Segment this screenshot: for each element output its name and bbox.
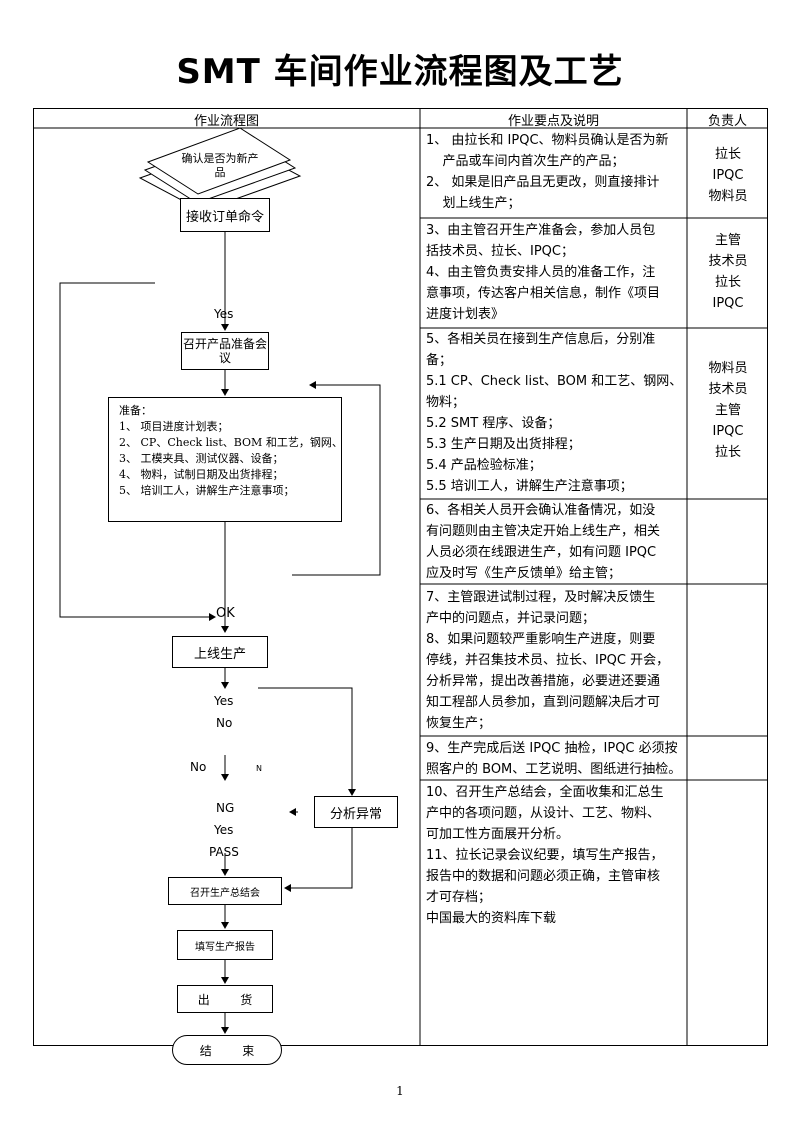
label-pass: PASS [209, 845, 239, 859]
note-line: 划上线生产； [426, 196, 521, 211]
label-ng: NG [216, 801, 235, 815]
note-line: 照客户的 BOM、工艺说明、图纸进行抽检。 [426, 762, 682, 777]
prep-box: 准备： 1、 项目进度计划表； 2、 CP、Check list、BOM 和工艺… [108, 397, 343, 522]
decision-new-product: 确认是否为新产品 [181, 152, 259, 179]
note-section-4: 6、各相关人员开会确认准备情况，如没 有问题则由主管决定开始上线生产，相关 人员… [426, 500, 686, 584]
note-section-7: 10、召开生产总结会，全面收集和汇总生 产中的各项问题，从设计、工艺、物料、 可… [426, 782, 686, 929]
prep-title: 准备： [119, 404, 152, 417]
label-n: N [256, 764, 262, 773]
note-section-3: 5、各相关员在接到生产信息后，分别准 备； 5.1 CP、Check list、… [426, 329, 686, 497]
note-line: 意事项，传达客户相关信息，制作《项目 [426, 286, 661, 301]
owner-name: IPQC [712, 168, 744, 183]
prep-item: 3、 工模夹具、测试仪器、设备； [119, 452, 284, 465]
note-line: 才可存档； [426, 890, 492, 905]
label-ok: OK [216, 606, 235, 621]
label-no: No [190, 760, 207, 774]
note-line: 3、由主管召开生产准备会，参加人员包 [426, 223, 656, 238]
note-line: 知工程部人员参加，直到问题解决后才可 [426, 695, 661, 710]
table-grid [33, 108, 768, 1046]
note-line: 5.1 CP、Check list、BOM 和工艺、钢网、 [426, 374, 683, 389]
note-line: 7、主管跟进试制过程，及时解决反馈生 [426, 590, 656, 605]
prep-item: 5、 培训工人，讲解生产注意事项； [119, 484, 295, 497]
owner-name: 技术员 [708, 254, 748, 269]
analysis-box: 分析异常 [314, 796, 398, 828]
prep-meeting-box: 召开产品准备会议 [181, 332, 269, 370]
end-box: 结 束 [172, 1035, 282, 1065]
label-no: No [216, 716, 233, 730]
note-line: 产品或车间内首次生产的产品； [426, 154, 625, 169]
prep-item: 4、 物料，试制日期及出货排程； [119, 468, 284, 481]
page-title: SMT 车间作业流程图及工艺 [176, 52, 624, 92]
note-line: 2、 如果是旧产品且无更改，则直接排计 [426, 175, 660, 190]
owner-name: 物料员 [708, 189, 748, 204]
note-line: 10、召开生产总结会，全面收集和汇总生 [426, 785, 664, 800]
owner-name: 主管 [714, 403, 741, 418]
note-line: 应及时写《生产反馈单》给主管； [426, 566, 622, 581]
note-line: 产中的问题点，并记录问题； [426, 611, 596, 626]
online-production-box: 上线生产 [172, 636, 268, 668]
note-section-1: 1、 由拉长和 IPQC、物料员确认是否为新 产品或车间内首次生产的产品； 2、… [426, 130, 686, 214]
note-line: 恢复生产； [426, 716, 492, 731]
owner-name: IPQC [712, 424, 744, 439]
note-line: 停线，并召集技术员、拉长、IPQC 开会， [426, 653, 670, 668]
note-section-5: 7、主管跟进试制过程，及时解决反馈生 产中的问题点，并记录问题； 8、如果问题较… [426, 587, 686, 734]
receive-order-box: 接收订单命令 [180, 198, 270, 232]
note-line: 备； [426, 353, 453, 368]
owner-name: 物料员 [708, 361, 748, 376]
header-flow: 作业流程图 [193, 114, 259, 129]
note-line: 5、各相关员在接到生产信息后，分别准 [426, 332, 656, 347]
owner-name: 主管 [714, 233, 741, 248]
note-section-6: 9、生产完成后送 IPQC 抽检，IPQC 必须按 照客户的 BOM、工艺说明、… [426, 738, 686, 780]
owner-name: IPQC [712, 296, 744, 311]
note-line: 进度计划表》 [426, 307, 505, 322]
prep-item: 1、 项目进度计划表； [119, 420, 229, 433]
note-line: 9、生产完成后送 IPQC 抽检，IPQC 必须按 [426, 741, 678, 756]
note-line: 11、拉长记录会议纪要，填写生产报告， [426, 848, 664, 863]
page-number: 1 [396, 1084, 404, 1098]
note-line: 8、如果问题较严重影响生产进度，则要 [426, 632, 656, 647]
owner-name: 技术员 [708, 382, 748, 397]
header-notes: 作业要点及说明 [507, 114, 599, 129]
owner-group-1: 拉长 IPQC 物料员 [688, 144, 768, 207]
owner-group-2: 主管 技术员 拉长 IPQC [688, 230, 768, 314]
header-owner: 负责人 [707, 114, 747, 129]
note-line: 分析异常，提出改善措施，必要进还要通 [426, 674, 661, 689]
note-section-2: 3、由主管召开生产准备会，参加人员包 括技术员、拉长、IPQC； 4、由主管负责… [426, 220, 686, 325]
report-box: 填写生产报告 [177, 930, 273, 960]
prep-item: 2、 CP、Check list、BOM 和工艺，钢网、 [119, 436, 343, 449]
note-line: 有问题则由主管决定开始上线生产，相关 [426, 524, 661, 539]
label-yes: Yes [214, 694, 234, 708]
note-line: 5.3 生产日期及出货排程； [426, 437, 581, 452]
note-line: 5.2 SMT 程序、设备； [426, 416, 561, 431]
flow-connectors [59, 127, 381, 1034]
owner-name: 拉长 [714, 147, 741, 162]
label-yes: Yes [214, 307, 234, 321]
summary-meeting-box: 召开生产总结会 [168, 877, 282, 905]
note-line: 5.5 培训工人，讲解生产注意事项； [426, 479, 633, 494]
note-line: 物料； [426, 395, 466, 410]
note-line: 报告中的数据和问题必须正确，主管审核 [426, 869, 661, 884]
label-yes: Yes [214, 823, 234, 837]
note-line: 6、各相关人员开会确认准备情况，如没 [426, 503, 656, 518]
note-line: 括技术员、拉长、IPQC； [426, 244, 574, 259]
owner-name: 拉长 [714, 275, 741, 290]
note-line: 产中的各项问题，从设计、工艺、物料、 [426, 806, 661, 821]
note-line: 1、 由拉长和 IPQC、物料员确认是否为新 [426, 133, 669, 148]
note-line: 可加工性方面展开分析。 [426, 827, 570, 842]
owner-name: 拉长 [714, 445, 741, 460]
shipping-box: 出 货 [177, 985, 273, 1013]
owner-group-3: 物料员 技术员 主管 IPQC 拉长 [688, 358, 768, 463]
note-line: 人员必须在线跟进生产，如有问题 IPQC [426, 545, 657, 560]
note-line: 5.4 产品检验标准； [426, 458, 542, 473]
note-line: 中国最大的资料库下载 [426, 911, 557, 926]
note-line: 4、由主管负责安排人员的准备工作，注 [426, 265, 656, 280]
